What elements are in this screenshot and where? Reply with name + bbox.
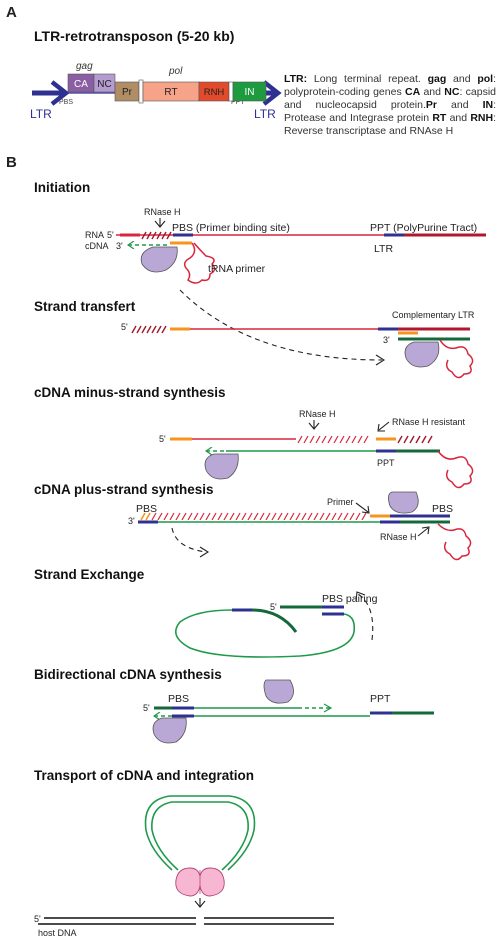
ms-five-label: 5': [159, 434, 166, 444]
st-three-label: 3': [383, 335, 390, 345]
cdna-loop-inner: [151, 801, 249, 871]
panel-b-letter: B: [6, 154, 17, 171]
cdna-label: cDNA: [85, 241, 109, 251]
trna-label: tRNA primer: [208, 263, 266, 275]
se-arrowhead-icon: [355, 591, 366, 602]
trna-cloverleaf-icon-2: [439, 339, 474, 379]
bd-top-arrowhead-icon: [323, 703, 333, 713]
ppt-label-1: PPT (PolyPurine Tract): [370, 222, 477, 234]
ps-degraded-rna: [151, 512, 367, 521]
se-five-label: 5': [270, 602, 277, 612]
se-circle-loop: [174, 609, 356, 658]
ppt-small-label: PPT: [231, 99, 245, 106]
ps-pbs-left-label: PBS: [136, 503, 157, 515]
host-five-label: 5': [34, 914, 41, 924]
reverse-transcriptase-icon-1: [140, 246, 178, 273]
rnase-h-arrow-icon-3: [417, 526, 430, 537]
rna-label: RNA: [85, 230, 104, 240]
cdna-three-label: 3': [116, 241, 123, 251]
integration-arrow-icon: [194, 898, 206, 908]
bd-ppt-label: PPT: [370, 693, 391, 705]
plus-strand-title: cDNA plus-strand synthesis: [34, 482, 214, 497]
pbs-label-1: PBS (Primer binding site): [172, 222, 290, 234]
ps-rnase-h-label: RNase H: [380, 532, 417, 542]
transfer-arrowhead-icon: [375, 354, 386, 366]
bd-five-label: 5': [143, 703, 150, 713]
reverse-transcriptase-icon-3: [204, 453, 239, 480]
trna-cloverleaf-icon-3: [437, 450, 474, 489]
pol-spacer: [138, 79, 144, 104]
rnase-h-arrow-icon-2: [308, 420, 320, 430]
ltr-left-label: LTR: [30, 107, 52, 121]
st-hatched: [131, 325, 167, 334]
ca-label: CA: [74, 79, 88, 90]
ms-degraded-rna: [297, 435, 369, 444]
strand-transfer-step: 5' Complementary LTR 3': [121, 310, 475, 379]
trna-cloverleaf-icon-1: [183, 242, 216, 284]
cdna-loop-outer: [144, 795, 256, 871]
minus-strand-step: RNase H RNase H resistant 5' PPT: [159, 409, 474, 489]
transport-title: Transport of cDNA and integration: [34, 768, 255, 783]
nc-label: NC: [97, 79, 111, 90]
pbs-pairing-label: PBS pairing: [322, 593, 378, 605]
st-five-label: 5': [121, 322, 128, 332]
reverse-transcriptase-icon-5: [263, 679, 294, 704]
panel-a-title: LTR-retrotransposon (5-20 kb): [34, 28, 235, 44]
primer-label: Primer: [327, 497, 354, 507]
pr-label: Pr: [122, 87, 133, 98]
rna-five-label: 5': [107, 230, 114, 240]
bidirectional-title: Bidirectional cDNA synthesis: [34, 667, 222, 682]
strand-exchange-step: PBS pairing 5': [174, 591, 378, 658]
panel-a-letter: A: [6, 4, 17, 21]
panel-a-legend: LTR: Long terminal repeat. gag and pol: …: [284, 73, 497, 137]
initiation-step: RNase H PBS (Primer binding site) PPT (P…: [85, 207, 486, 366]
initiation-title: Initiation: [34, 180, 91, 195]
primer-arrow-icon: [355, 502, 370, 514]
pbs-small-label: PBS: [59, 99, 73, 106]
complementary-ltr-label: Complementary LTR: [392, 310, 475, 320]
minus-strand-title: cDNA minus-strand synthesis: [34, 385, 226, 400]
ltr-right-label: LTR: [254, 107, 276, 121]
resistant-arrow-icon: [377, 421, 390, 432]
ps-three-label: 3': [128, 516, 135, 526]
host-dna-label: host DNA: [38, 928, 77, 938]
pol-label: pol: [168, 66, 183, 77]
rna-hatched-region: [141, 231, 172, 240]
ms-rnase-h-label: RNase H: [299, 409, 336, 419]
ltr-left-arrow-icon: [32, 80, 70, 106]
se-loop-ltr-green: [251, 608, 298, 633]
reverse-transcriptase-icon-2: [404, 341, 440, 368]
se-dashed-arrow: [357, 593, 374, 641]
strand-exchange-title: Strand Exchange: [34, 567, 145, 582]
reverse-transcriptase-icon-4: [388, 491, 419, 514]
transfer-dashed-arrow: [179, 289, 383, 361]
in-label: IN: [245, 87, 255, 98]
rnh-label: RNH: [204, 87, 225, 98]
strand-transfer-title: Strand transfert: [34, 299, 136, 314]
in-box: [232, 81, 267, 102]
integration-step: 5' host DNA: [34, 795, 334, 938]
ms-hatched-right: [397, 435, 433, 444]
rnase-h-resistant-label: RNase H resistant: [392, 417, 466, 427]
rt-label: RT: [164, 87, 177, 98]
genome-map: LTR LTR PBS PPT gag pol CA NC Pr RT RNH …: [30, 61, 282, 121]
reverse-transcriptase-icon-6: [152, 717, 187, 744]
rnase-h-arrow-icon-1: [154, 218, 166, 228]
ms-ppt-label: PPT: [377, 458, 395, 468]
bidirectional-step: PBS PPT 5': [143, 679, 434, 744]
plus-strand-step: PBS PBS Primer 3' RNase H: [128, 491, 472, 561]
bd-pbs-label: PBS: [168, 693, 189, 705]
ps-pbs-right-label: PBS: [432, 503, 453, 515]
ps-dashed-arrow: [171, 527, 207, 553]
pol-spacer-2: [228, 81, 234, 102]
ltr-label-1: LTR: [374, 243, 393, 255]
rnase-h-label-1: RNase H: [144, 207, 181, 217]
gag-label: gag: [76, 61, 93, 72]
trna-cloverleaf-icon-4: [437, 523, 472, 561]
ps-pbs-hatch-orange: [140, 512, 151, 521]
ps-arrowhead-icon: [199, 546, 210, 558]
